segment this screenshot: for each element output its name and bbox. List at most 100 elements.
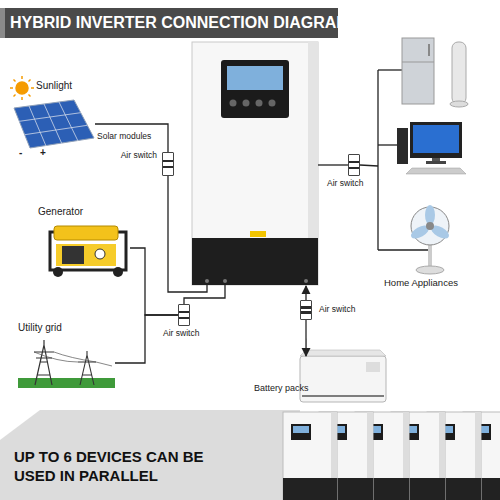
sun-icon	[31, 87, 34, 89]
wire-connector	[130, 248, 178, 315]
refrigerator	[428, 44, 430, 56]
node-label: Solar modules	[97, 132, 151, 142]
hybrid-inverter	[230, 100, 237, 107]
banner-text: UP TO 6 DEVICES CAN BE USED IN PARALLEL	[14, 447, 239, 485]
node-label: Utility grid	[18, 322, 62, 334]
node-label: Air switch	[163, 329, 199, 339]
parallel-inverter	[331, 412, 337, 478]
solar-panel	[44, 104, 62, 144]
desk-fan	[416, 266, 444, 274]
wire	[305, 286, 306, 300]
refrigerator	[402, 38, 434, 104]
hybrid-inverter	[269, 100, 276, 107]
battery-pack	[300, 356, 386, 402]
generator-illustration	[113, 267, 123, 277]
sun-icon	[21, 97, 23, 100]
hybrid-inverter	[227, 66, 283, 90]
computer	[397, 128, 408, 164]
sun-icon	[21, 76, 23, 79]
battery-pack	[366, 362, 380, 372]
hybrid-inverter	[250, 231, 266, 237]
wire-connector	[115, 315, 178, 363]
hybrid-inverter	[192, 238, 318, 285]
node-label: Air switch	[319, 305, 355, 315]
solar-panel	[19, 102, 87, 146]
air-switch: Air switch	[178, 304, 190, 326]
parallel-inverter	[475, 412, 481, 478]
hybrid-inverter	[243, 100, 250, 107]
desk-fan	[426, 222, 434, 230]
wire-connector	[305, 320, 306, 356]
computer	[397, 122, 466, 174]
wire-connector	[95, 124, 168, 152]
wire	[184, 285, 225, 304]
node-label: Generator	[38, 206, 83, 218]
wire	[378, 249, 428, 250]
solar-panel	[19, 113, 80, 122]
power-pylon	[18, 340, 115, 388]
generator-illustration	[53, 267, 63, 277]
wire	[318, 164, 348, 165]
power-pylon	[34, 352, 112, 366]
generator-group: Generator	[40, 222, 130, 274]
desk-fan	[409, 205, 451, 274]
title-bar-accent	[0, 8, 5, 38]
power-pylon	[78, 351, 96, 385]
hybrid-inverter	[256, 100, 263, 107]
computer	[406, 168, 466, 174]
refrigerator	[402, 62, 434, 63]
polarity-mark: -	[19, 147, 22, 159]
air-switch: Air switch	[162, 152, 174, 176]
solar-module-group: Solar modules	[10, 100, 95, 148]
hybrid-inverter	[308, 42, 318, 238]
tower-fan	[452, 42, 466, 104]
wire	[168, 176, 207, 292]
generator-illustration	[56, 244, 116, 266]
generator-illustration	[62, 246, 84, 264]
wire	[378, 69, 402, 70]
parallel-inverter	[291, 424, 311, 440]
hybrid-inverter	[221, 60, 289, 118]
sun-icon	[14, 80, 16, 82]
parallel-inverter	[283, 412, 337, 500]
hybrid-inverter	[223, 279, 227, 283]
parallel-inverter	[403, 412, 409, 478]
sun-icon	[29, 80, 31, 82]
solar-panel	[14, 100, 94, 148]
battery-pack	[302, 395, 384, 397]
generator-illustration	[54, 226, 118, 240]
wire-connector	[360, 165, 378, 166]
power-pylon	[34, 340, 54, 385]
node-label: Home Appliances	[384, 278, 458, 289]
banner-arrow	[0, 410, 300, 500]
generator-illustration	[50, 226, 126, 277]
polarity-mark: +	[40, 147, 46, 159]
hybrid-inverter	[304, 279, 308, 283]
parallel-inverter	[439, 412, 445, 478]
refrigerator	[402, 38, 434, 104]
parallel-inverter	[283, 412, 337, 500]
sun-icon	[16, 82, 28, 94]
battery-pack	[300, 350, 386, 402]
tower-fan	[450, 42, 468, 107]
node-label: Air switch	[121, 151, 157, 161]
appliance-group: Home Appliances	[378, 40, 492, 292]
node-label: Air switch	[327, 179, 363, 189]
wire	[168, 70, 428, 304]
solar-panel	[25, 125, 88, 134]
power-pylon	[18, 378, 115, 388]
sun-label: Sunlight	[36, 80, 72, 92]
sun-icon	[29, 95, 31, 97]
computer	[410, 122, 462, 158]
solar-panel	[59, 102, 78, 141]
generator-illustration	[95, 249, 105, 259]
node-label: Battery packs	[254, 383, 309, 393]
sun-icon	[10, 87, 13, 89]
battery-group: Battery packs	[300, 356, 386, 402]
air-switch: Air switch	[300, 300, 312, 320]
sun-icon	[10, 76, 34, 100]
computer	[426, 161, 446, 164]
